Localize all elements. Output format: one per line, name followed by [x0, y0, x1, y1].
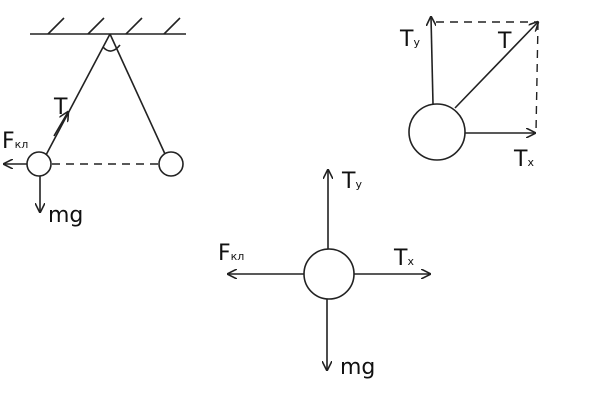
- left-ball: [26, 151, 52, 177]
- gravity-label: mg: [48, 203, 83, 228]
- ceiling-hatch: [163, 17, 181, 35]
- pendulum-system: T Fкл mg: [2, 17, 186, 228]
- ty-label: Ty: [341, 169, 362, 194]
- angle-arc: [102, 44, 121, 52]
- tx-label: Tx: [393, 246, 414, 271]
- ball: [408, 103, 466, 161]
- dashed-right-edge: [535, 21, 539, 133]
- ty-label: Ty: [399, 27, 420, 52]
- ceiling-hatch: [87, 17, 105, 35]
- tension-label: T: [53, 95, 68, 120]
- free-body-diagram: Ty Fкл Tx mg: [218, 169, 430, 380]
- t-label: T: [497, 29, 512, 54]
- t-arrow: [454, 22, 538, 109]
- tension-decomposition: Ty T Tx: [399, 17, 538, 172]
- ceiling-hatch: [125, 17, 143, 35]
- right-thread: [109, 33, 166, 155]
- tension-arrow: [53, 112, 68, 137]
- coulomb-force-label: Fкл: [218, 241, 244, 266]
- ty-arrow: [431, 17, 433, 105]
- tx-label: Tx: [513, 147, 534, 172]
- ceiling-support: [30, 17, 186, 35]
- ball: [303, 248, 355, 300]
- right-ball: [158, 151, 184, 177]
- coulomb-force-label: Fкл: [2, 129, 28, 154]
- ceiling-hatch: [47, 17, 65, 35]
- left-thread: [45, 33, 111, 156]
- gravity-label: mg: [340, 355, 375, 380]
